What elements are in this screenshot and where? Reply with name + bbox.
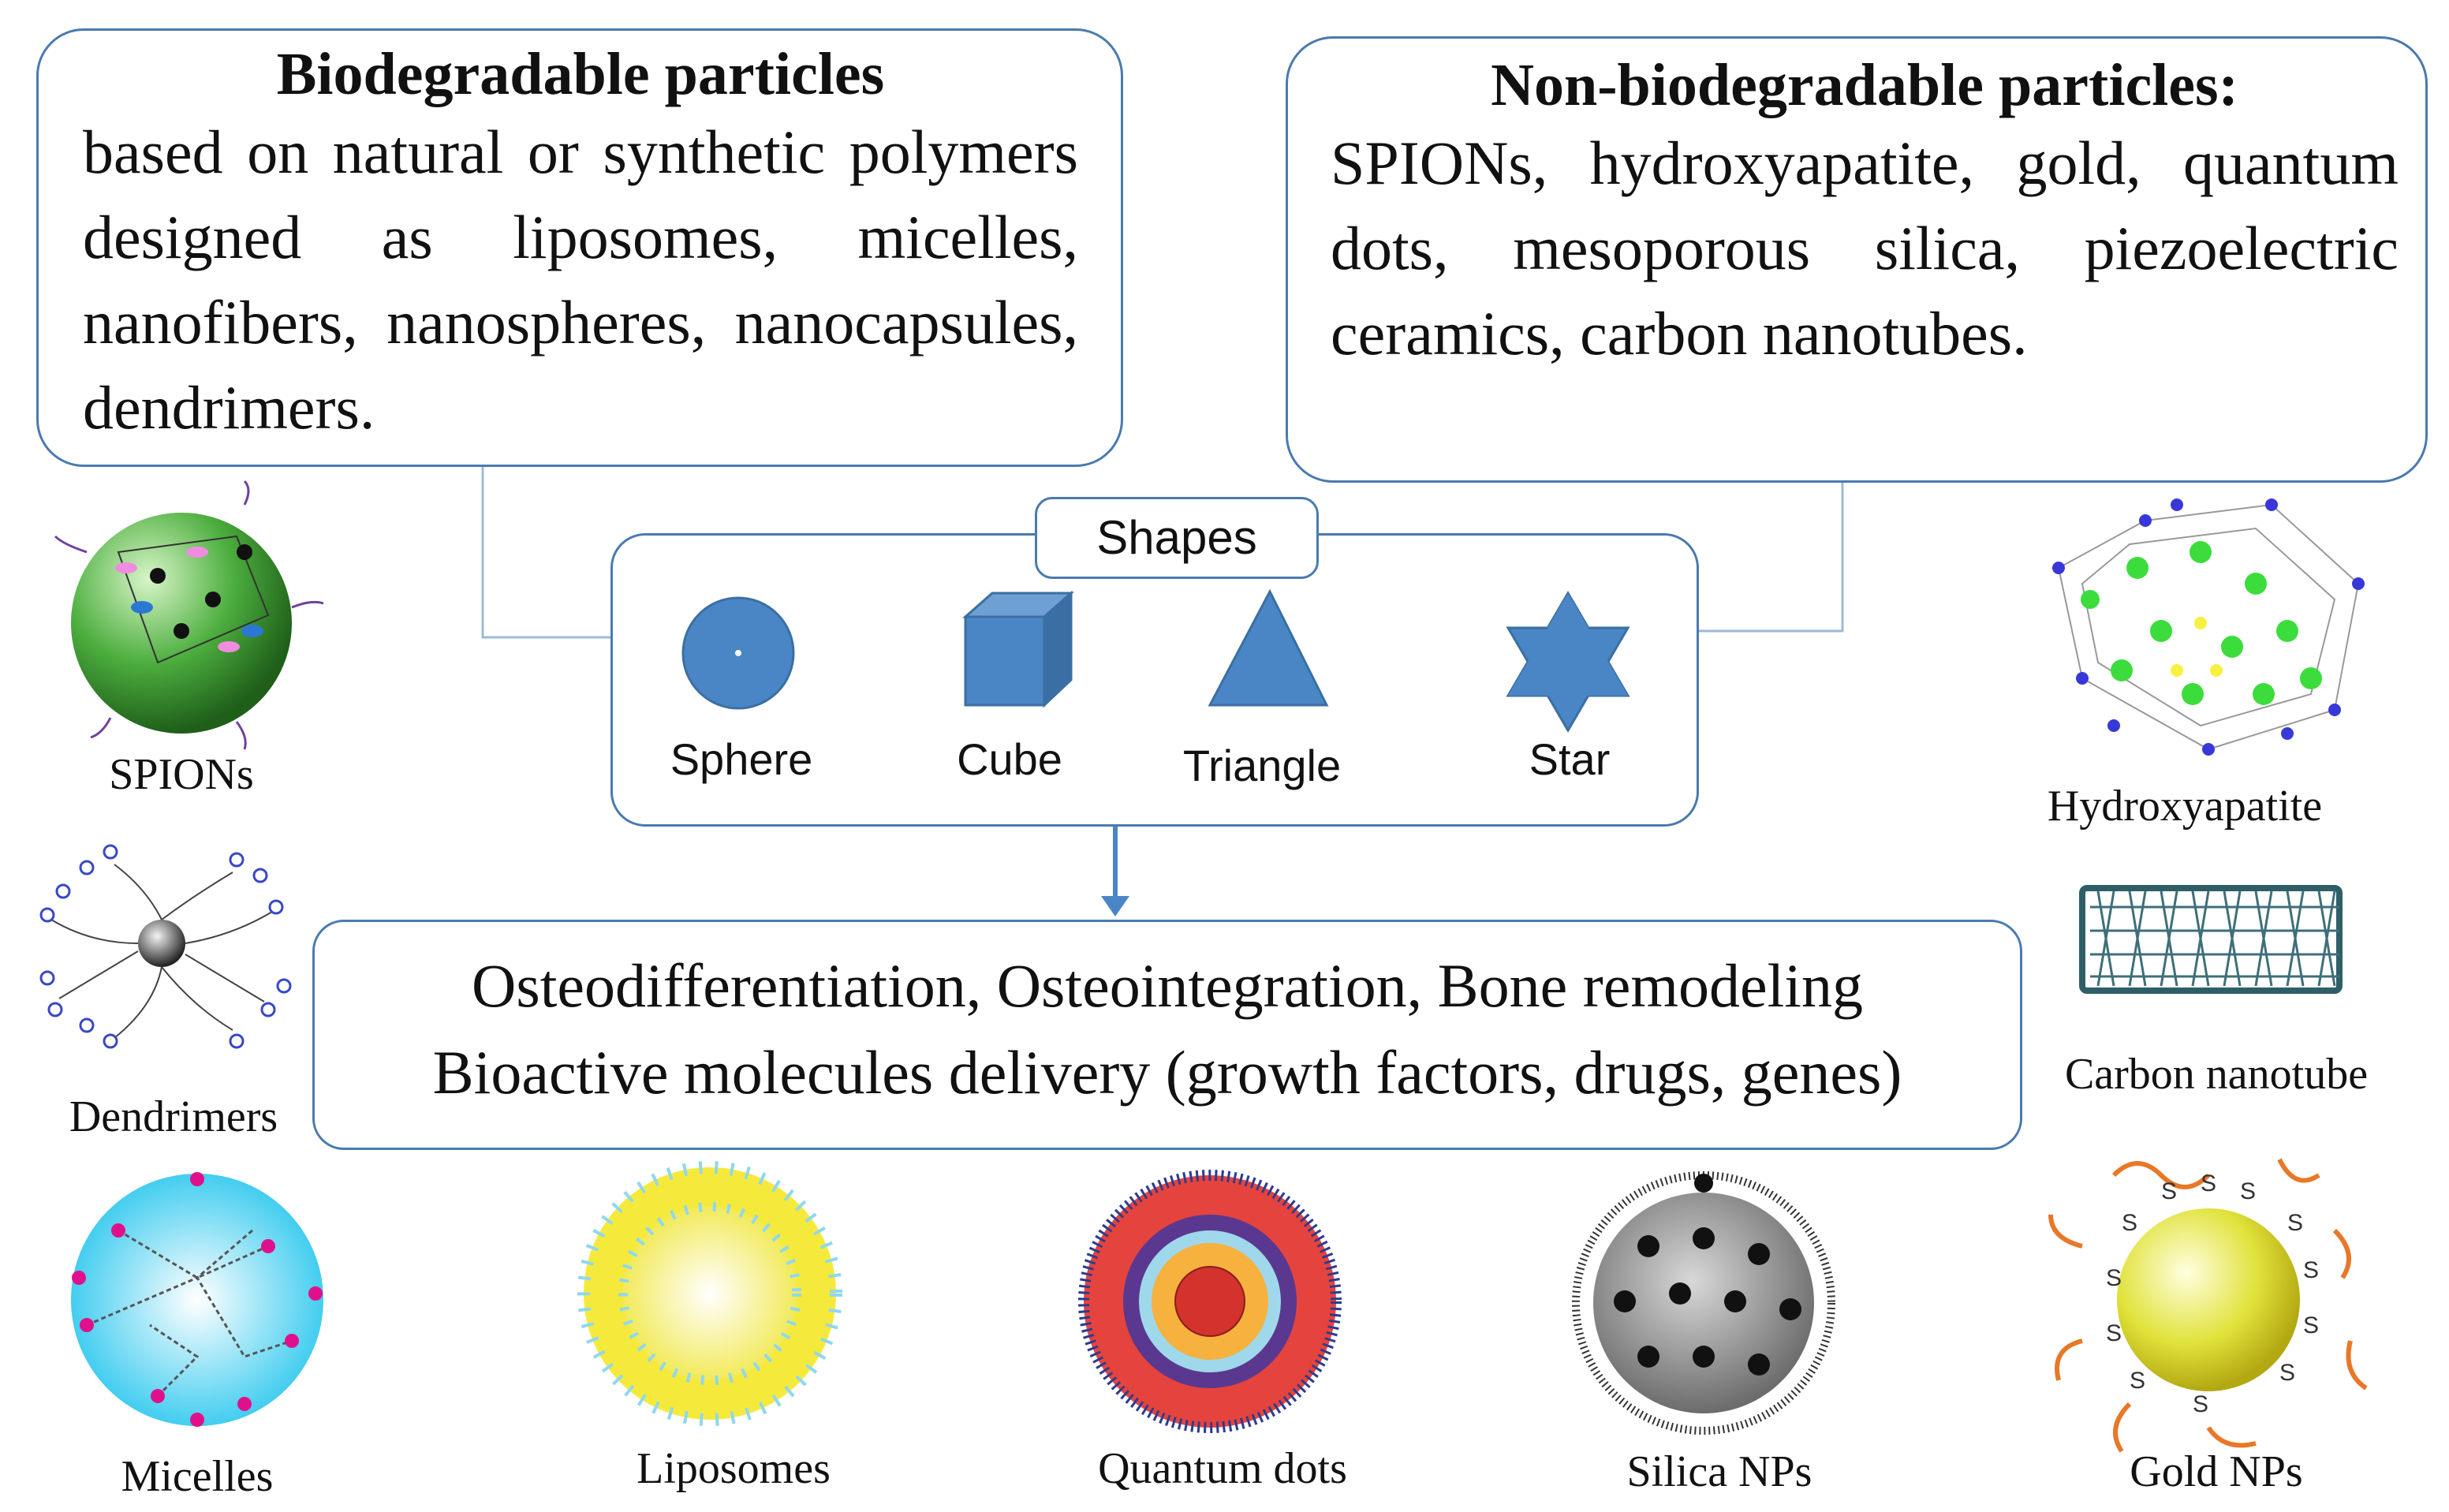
label-hydroxyapatite: Hydroxyapatite xyxy=(2047,782,2323,831)
outcome-box: Osteodifferentiation, Osteointegration, … xyxy=(312,920,2022,1150)
svg-text:S: S xyxy=(2161,1178,2177,1204)
svg-text:S: S xyxy=(2240,1178,2256,1204)
dendrimers-icon xyxy=(39,844,292,1049)
svg-text:S: S xyxy=(2122,1210,2137,1236)
triangle-icon xyxy=(1208,588,1329,707)
outcome-line-1: Osteodifferentiation, Osteointegration, … xyxy=(472,951,1863,1020)
label-carbon-nanotube: Carbon nanotube xyxy=(2064,1050,2369,1099)
svg-text:S: S xyxy=(2279,1360,2295,1386)
label-liposomes: Liposomes xyxy=(637,1444,831,1493)
label-gold-nps: Gold NPs xyxy=(2130,1447,2303,1496)
shapes-title-tab: Shapes xyxy=(1035,497,1319,579)
non-biodegradable-title: Non-biodegradable particles: xyxy=(1491,52,2238,118)
non-biodegradable-box: Non-biodegradable particles: SPIONs, hyd… xyxy=(1286,36,2428,483)
hydroxyapatite-icon xyxy=(2052,498,2365,756)
shape-label-triangle: Triangle xyxy=(1182,741,1342,790)
sphere-icon xyxy=(681,596,795,710)
star-icon xyxy=(1506,591,1630,733)
carbon-nanotube-icon xyxy=(2079,885,2343,994)
label-micelles: Micelles xyxy=(121,1452,274,1501)
biodegradable-description: based on natural or synthetic polymers d… xyxy=(83,118,1078,442)
svg-text:S: S xyxy=(2287,1210,2303,1236)
spions-icon xyxy=(54,480,324,750)
shape-label-cube: Cube xyxy=(957,734,1062,784)
label-silica-nps: Silica NPs xyxy=(1626,1447,1812,1496)
svg-text:S: S xyxy=(2106,1320,2122,1346)
shapes-title: Shapes xyxy=(1096,511,1257,564)
svg-text:S: S xyxy=(2303,1312,2319,1338)
svg-text:S: S xyxy=(2193,1391,2208,1417)
silica-nps-icon xyxy=(1572,1171,1835,1435)
liposomes-icon xyxy=(577,1161,842,1426)
cube-icon xyxy=(962,590,1074,708)
outcome-line-2: Bioactive molecules delivery (growth fac… xyxy=(432,1038,1902,1107)
non-biodegradable-description: SPIONs, hydroxyapatite, gold, quantum do… xyxy=(1331,129,2399,368)
biodegradable-box: Biodegradable particles based on natural… xyxy=(36,28,1123,467)
svg-text:S: S xyxy=(2201,1170,2216,1197)
label-dendrimers: Dendrimers xyxy=(69,1092,278,1141)
shape-label-star: Star xyxy=(1529,734,1611,784)
svg-text:S: S xyxy=(2106,1265,2122,1291)
micelles-icon xyxy=(71,1172,323,1427)
svg-text:S: S xyxy=(2130,1368,2145,1394)
label-spions: SPIONs xyxy=(109,750,254,799)
shape-label-sphere: Sphere xyxy=(670,734,813,784)
biodegradable-title: Biodegradable particles xyxy=(276,41,885,107)
svg-text:S: S xyxy=(2303,1257,2319,1283)
quantum-dots-icon xyxy=(1078,1170,1342,1433)
label-quantum-dots: Quantum dots xyxy=(1098,1444,1347,1493)
